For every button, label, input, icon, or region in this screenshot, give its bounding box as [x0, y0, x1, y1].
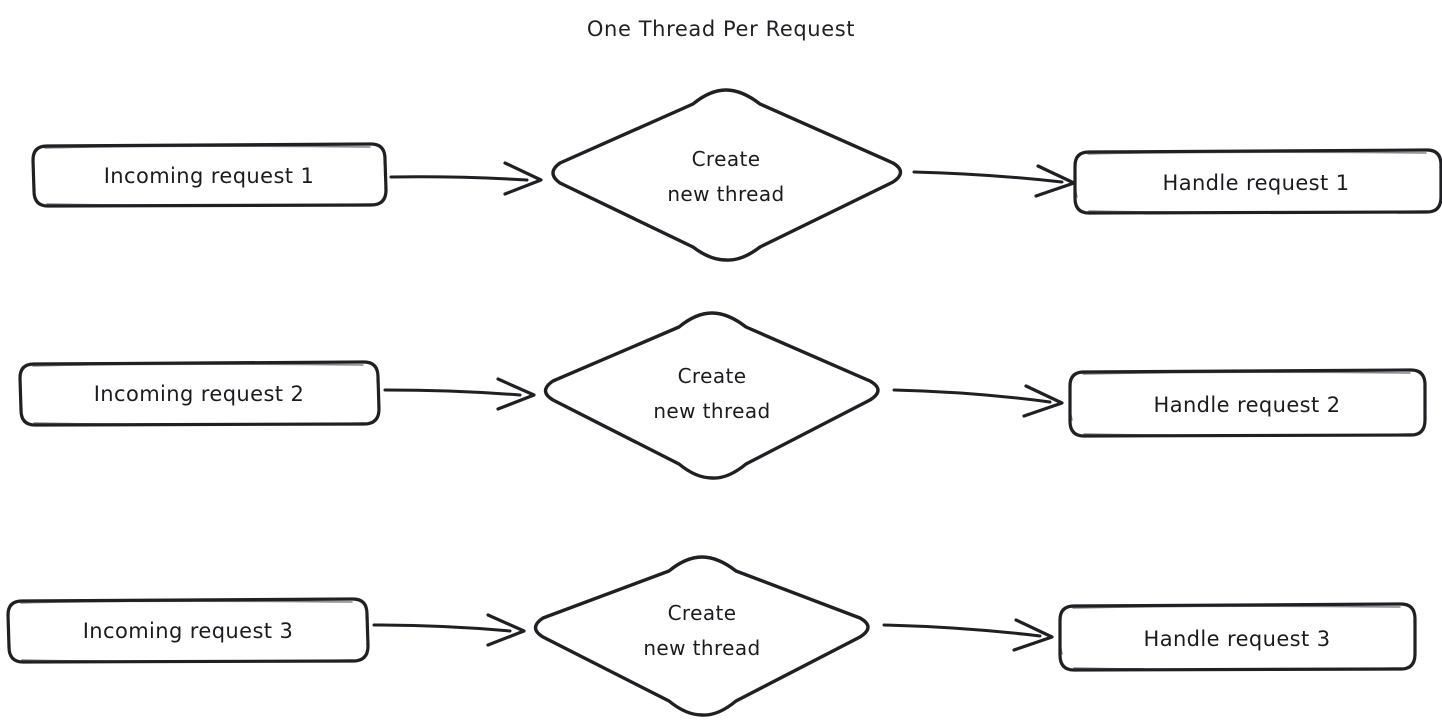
incoming-request-1-sketch-overlay [32, 145, 387, 207]
arrow-request-1-to-decision-1 [389, 161, 543, 196]
arrow-request-2-to-decision-2 [383, 377, 536, 411]
handle-request-2-sketch-overlay [1068, 371, 1427, 437]
create-thread-3-shape [533, 555, 870, 717]
handle-request-2-label: Handle request 2 [1154, 393, 1341, 417]
create-thread-1-shape [551, 88, 903, 262]
incoming-request-3-label: Incoming request 3 [83, 619, 294, 643]
incoming-request-2-sketch-overlay [19, 363, 380, 426]
create-thread-2-shape [543, 311, 880, 480]
flow-row-3: Incoming request 3 Create new thread [6, 555, 1417, 717]
flow-row-2: Incoming request 2 Create new thread [18, 311, 1427, 480]
handle-request-1-shape [1073, 148, 1442, 215]
create-thread-3-label-line2: new thread [643, 636, 760, 660]
node-create-thread-1[interactable]: Create new thread [551, 88, 903, 262]
create-thread-1-label-line2: new thread [667, 182, 784, 206]
node-handle-request-2[interactable]: Handle request 2 [1068, 368, 1427, 438]
diagram-title: One Thread Per Request [587, 17, 855, 41]
node-incoming-request-2[interactable]: Incoming request 2 [18, 360, 381, 427]
node-handle-request-3[interactable]: Handle request 3 [1058, 602, 1417, 672]
handle-request-3-shape [1058, 602, 1417, 672]
handle-request-1-label: Handle request 1 [1163, 171, 1350, 195]
node-incoming-request-3[interactable]: Incoming request 3 [6, 597, 370, 664]
incoming-request-1-shape [31, 142, 388, 208]
node-handle-request-1[interactable]: Handle request 1 [1073, 148, 1442, 215]
node-incoming-request-1[interactable]: Incoming request 1 [31, 142, 388, 208]
create-thread-1-label-line1: Create [692, 147, 761, 171]
handle-request-3-label: Handle request 3 [1144, 627, 1331, 651]
create-thread-3-label-line1: Create [668, 601, 737, 625]
node-create-thread-2[interactable]: Create new thread [543, 311, 880, 480]
arrow-decision-2-to-handle-2 [892, 384, 1064, 418]
create-thread-2-label-line1: Create [678, 364, 747, 388]
handle-request-2-shape [1068, 368, 1427, 438]
handle-request-3-sketch-overlay [1058, 605, 1417, 671]
arrow-request-3-to-decision-3 [372, 613, 526, 647]
arrow-decision-3-to-handle-3 [882, 618, 1054, 652]
incoming-request-3-shape [6, 597, 370, 664]
incoming-request-2-shape [18, 360, 381, 427]
incoming-request-3-sketch-overlay [7, 600, 369, 663]
flow-row-1: Incoming request 1 Create new thread [31, 88, 1442, 262]
create-thread-2-label-line2: new thread [653, 399, 770, 423]
node-create-thread-3[interactable]: Create new thread [533, 555, 870, 717]
arrow-decision-1-to-handle-1 [912, 164, 1076, 198]
incoming-request-2-label: Incoming request 2 [94, 382, 305, 406]
incoming-request-1-label: Incoming request 1 [104, 164, 315, 188]
